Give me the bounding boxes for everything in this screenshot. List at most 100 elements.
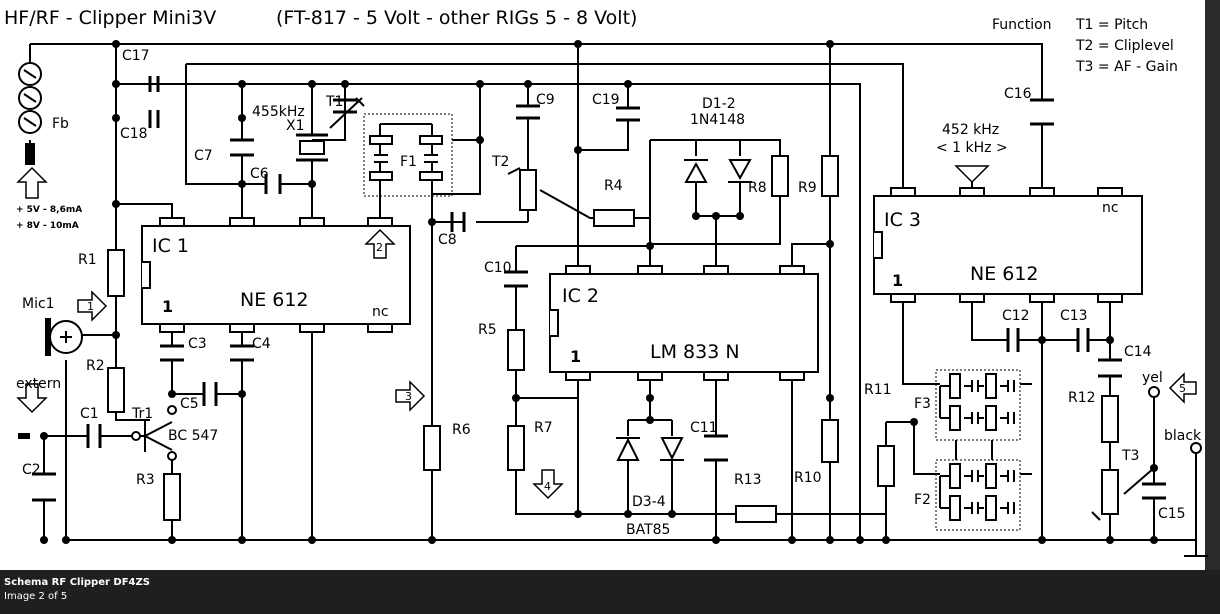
svg-text:R2: R2 — [86, 358, 105, 374]
svg-text:extern: extern — [16, 376, 61, 392]
filter-f2 — [935, 440, 1021, 531]
svg-text:452 kHz: 452 kHz — [942, 122, 999, 138]
svg-text:F1: F1 — [400, 154, 417, 170]
svg-text:+ 8V - 10mA: + 8V - 10mA — [16, 221, 79, 231]
svg-text:R6: R6 — [452, 422, 471, 438]
marker-1: 1 — [87, 300, 94, 313]
terminals — [18, 386, 1202, 454]
svg-text:C4: C4 — [252, 336, 271, 352]
arrow-markers — [16, 165, 1197, 500]
svg-text:1: 1 — [892, 271, 903, 290]
svg-text:C18: C18 — [120, 126, 148, 142]
svg-text:T2: T2 — [491, 154, 509, 170]
junction-dots — [40, 40, 1158, 544]
image-caption-title: Schema RF Clipper DF4ZS — [4, 577, 150, 588]
function-line-1: T1 = Pitch — [1075, 17, 1148, 33]
capacitors — [32, 76, 1166, 502]
svg-text:C2: C2 — [22, 462, 41, 478]
svg-text:C8: C8 — [438, 232, 457, 248]
marker-3: 3 — [405, 390, 412, 403]
svg-text:black: black — [1164, 428, 1202, 444]
diagram-title: HF/RF - Clipper Mini3V — [4, 7, 216, 29]
svg-text:Fb: Fb — [52, 116, 69, 132]
svg-text:1N4148: 1N4148 — [690, 112, 745, 128]
ic2-part: LM 833 N — [650, 341, 740, 363]
marker-4: 4 — [544, 480, 551, 493]
ic-blocks — [141, 195, 1143, 373]
function-heading: Function — [992, 17, 1052, 33]
marker-5: 5 — [1179, 382, 1186, 395]
ferrite-beads — [18, 62, 42, 165]
trimmer-t1 — [329, 97, 365, 129]
svg-text:C9: C9 — [536, 92, 555, 108]
svg-text:C17: C17 — [122, 48, 150, 64]
svg-text:+ 5V - 8,6mA: + 5V - 8,6mA — [16, 205, 82, 215]
ic-pins — [159, 187, 1123, 381]
diodes — [616, 159, 752, 461]
transistor-tr1 — [131, 405, 177, 461]
svg-text:C3: C3 — [188, 336, 207, 352]
svg-text:R12: R12 — [1068, 390, 1096, 406]
labels: HF/RF - Clipper Mini3V (FT-817 - 5 Volt … — [4, 7, 1202, 538]
extern-down-arrow-icon — [16, 383, 48, 414]
svg-text:nc: nc — [1102, 200, 1119, 216]
svg-text:T3: T3 — [1121, 448, 1139, 464]
svg-text:R3: R3 — [136, 472, 155, 488]
svg-text:< 1 kHz >: < 1 kHz > — [936, 140, 1008, 156]
svg-text:455kHz: 455kHz — [252, 104, 305, 120]
svg-text:C7: C7 — [194, 148, 213, 164]
svg-text:R10: R10 — [794, 470, 822, 486]
marker-4-arrow-icon — [532, 469, 564, 500]
svg-text:C14: C14 — [1124, 344, 1152, 360]
function-line-2: T2 = Cliplevel — [1075, 38, 1174, 54]
ic1-part: NE 612 — [240, 289, 309, 311]
filter-f1 — [363, 113, 453, 197]
svg-text:C12: C12 — [1002, 308, 1030, 324]
svg-text:C10: C10 — [484, 260, 512, 276]
svg-text:Tr1: Tr1 — [131, 406, 153, 422]
svg-text:yel: yel — [1142, 370, 1163, 386]
diagram-subtitle: (FT-817 - 5 Volt - other RIGs 5 - 8 Volt… — [276, 7, 637, 29]
svg-text:D1-2: D1-2 — [702, 96, 736, 112]
svg-text:C1: C1 — [80, 406, 99, 422]
svg-text:X1: X1 — [286, 118, 305, 134]
image-counter: Image 2 of 5 — [4, 591, 68, 602]
schematic-diagram: HF/RF - Clipper Mini3V (FT-817 - 5 Volt … — [0, 0, 1220, 570]
svg-text:Mic1: Mic1 — [22, 296, 55, 312]
ic1-name: IC 1 — [152, 235, 189, 257]
svg-text:T1: T1 — [325, 94, 343, 110]
ic3-output-arrow-icon — [954, 165, 990, 184]
svg-text:R4: R4 — [604, 178, 623, 194]
supply-up-arrow-icon — [16, 166, 48, 199]
svg-text:F3: F3 — [914, 396, 931, 412]
svg-text:R1: R1 — [78, 252, 97, 268]
svg-text:D3-4: D3-4 — [632, 494, 666, 510]
svg-text:C5: C5 — [180, 396, 199, 412]
microphone — [45, 318, 83, 356]
svg-text:R11: R11 — [864, 382, 892, 398]
wiring — [29, 43, 1208, 557]
svg-text:C16: C16 — [1004, 86, 1032, 102]
marker-2-arrow-icon — [364, 228, 396, 259]
resistors — [107, 155, 1119, 523]
svg-text:R9: R9 — [798, 180, 817, 196]
marker-5-arrow-icon — [1168, 372, 1197, 404]
svg-text:nc: nc — [372, 304, 389, 320]
ic2-name: IC 2 — [562, 285, 599, 307]
filter-f3 — [935, 369, 1021, 441]
svg-text:BAT85: BAT85 — [626, 522, 670, 538]
svg-text:C6: C6 — [250, 166, 269, 182]
svg-text:F2: F2 — [914, 492, 931, 508]
svg-text:1: 1 — [162, 297, 173, 316]
svg-text:R8: R8 — [748, 180, 767, 196]
marker-1-arrow-icon — [77, 290, 108, 322]
svg-text:C19: C19 — [592, 92, 620, 108]
marker-2: 2 — [376, 241, 383, 254]
marker-3-arrow-icon — [395, 380, 426, 412]
svg-text:R7: R7 — [534, 420, 553, 436]
ic3-part: NE 612 — [970, 263, 1039, 285]
svg-text:R13: R13 — [734, 472, 762, 488]
ic-notches — [142, 231, 883, 337]
svg-text:1: 1 — [570, 347, 581, 366]
